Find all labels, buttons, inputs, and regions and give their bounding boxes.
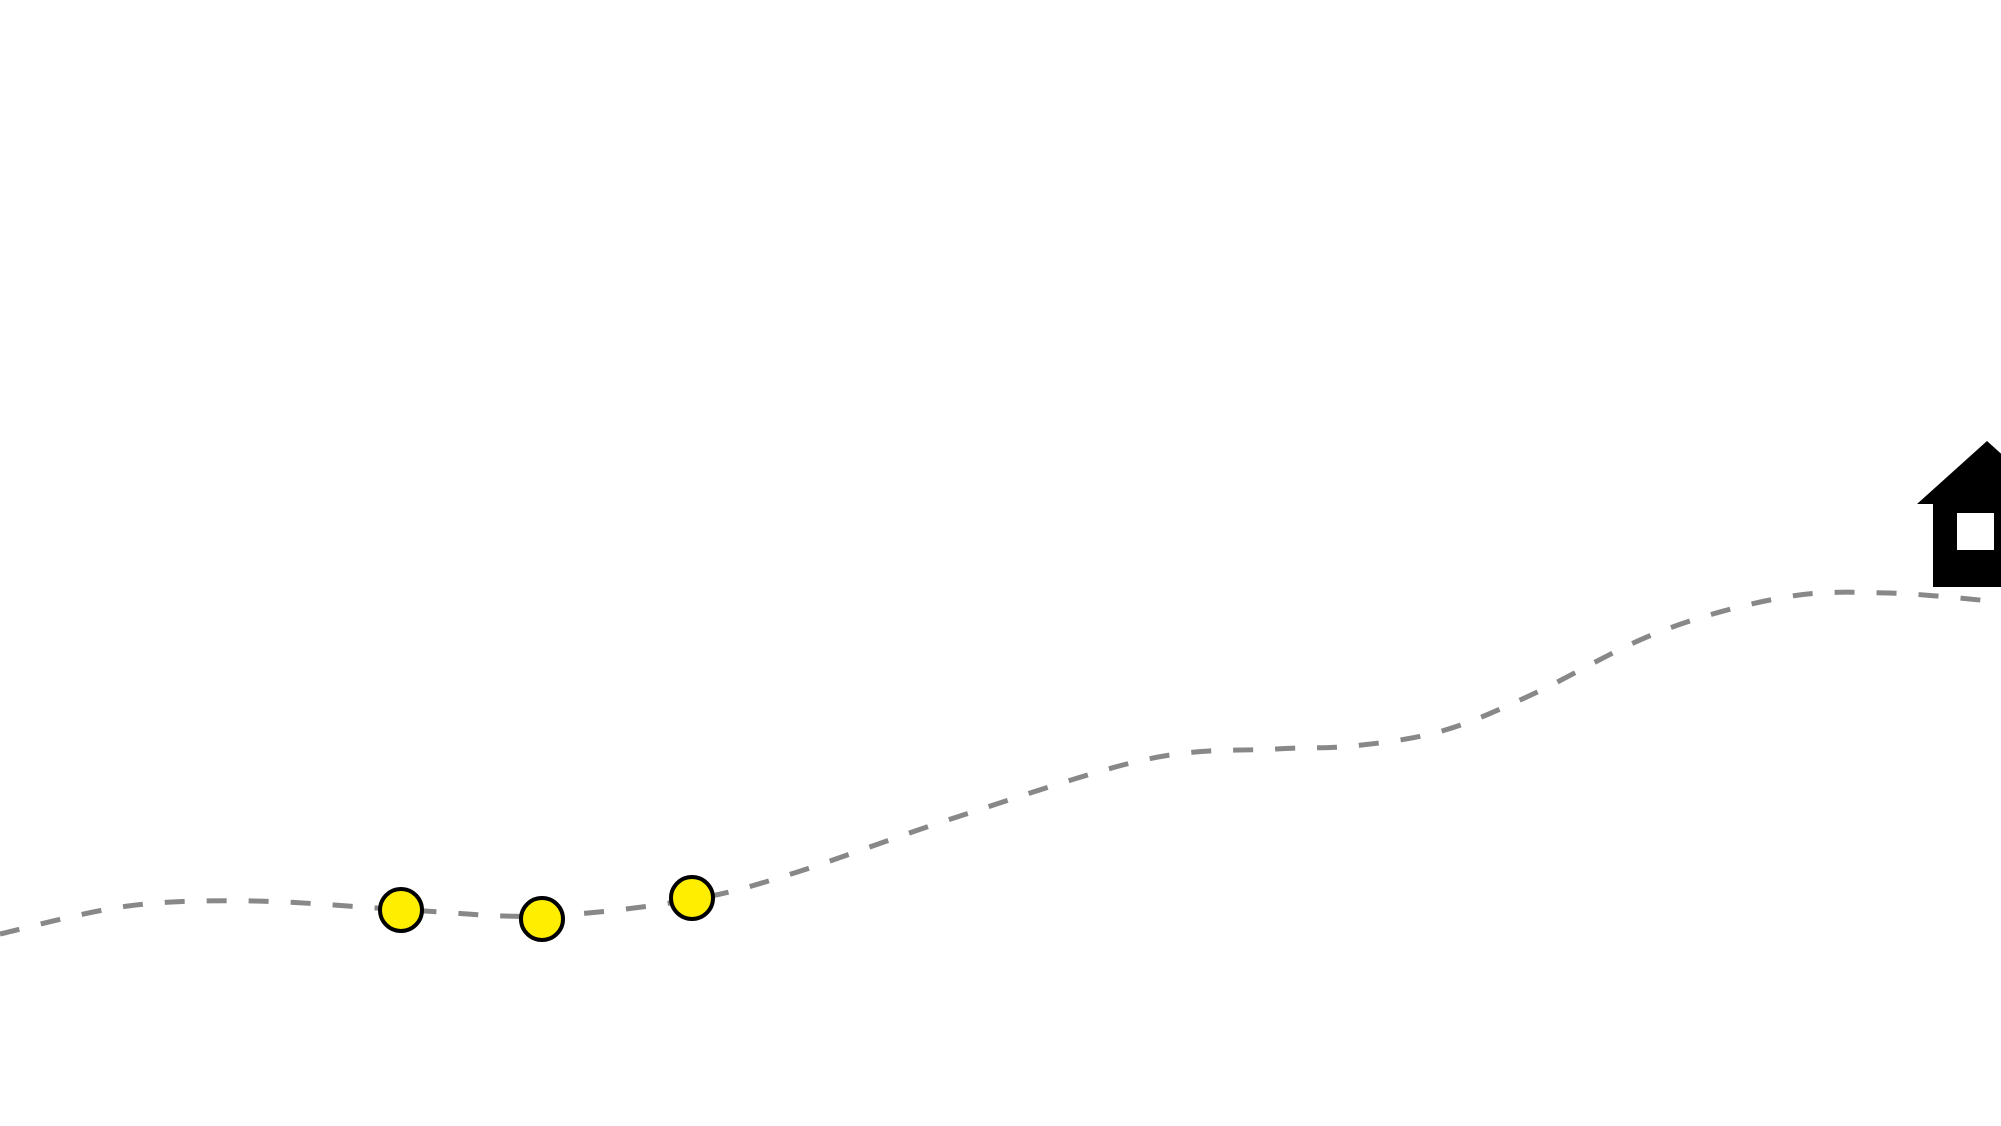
house-icon	[1917, 441, 2001, 587]
coin-icon	[519, 896, 565, 942]
dashed-path	[0, 589, 2001, 937]
house-window	[1957, 513, 1994, 550]
coins-group	[378, 875, 715, 942]
coin-icon	[669, 875, 715, 921]
coin-icon	[378, 887, 424, 933]
